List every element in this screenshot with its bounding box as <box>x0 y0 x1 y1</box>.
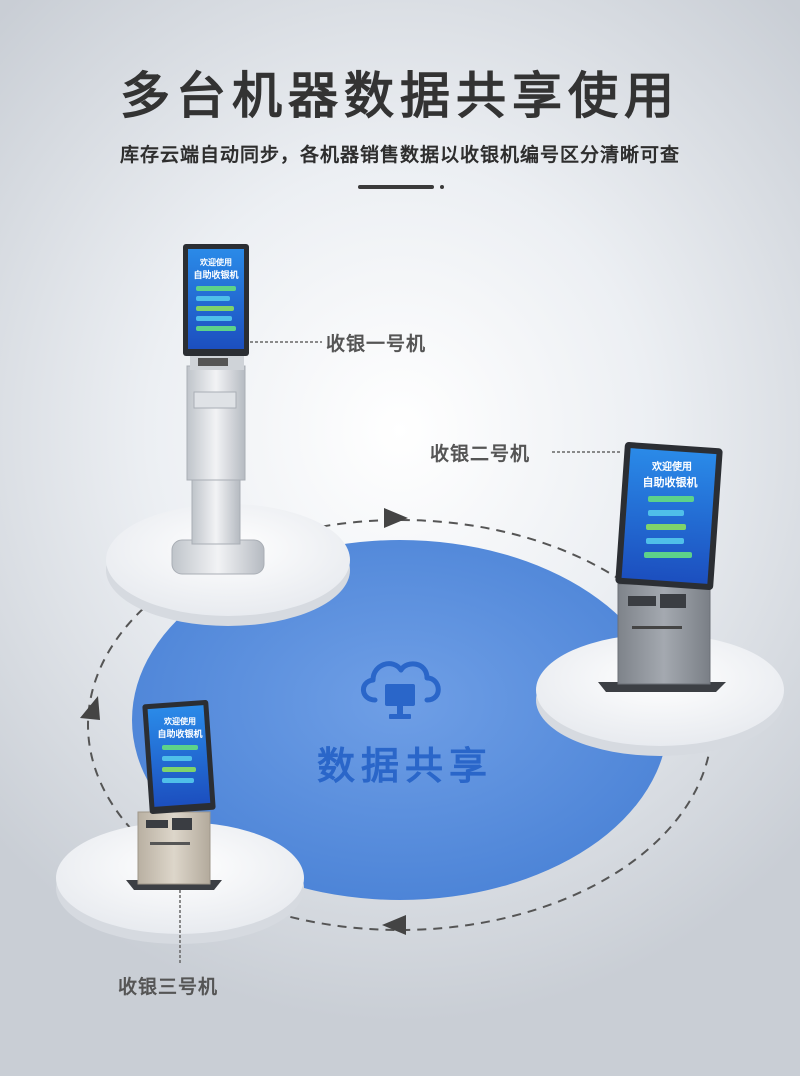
machine-2-screen-line1: 欢迎使用 <box>651 460 692 473</box>
machine-3-kiosk: 欢迎使用 自助收银机 <box>126 700 222 890</box>
cloud-computer-icon <box>361 661 441 719</box>
data-sharing-circle <box>132 540 668 900</box>
machine-2-kiosk: 欢迎使用 自助收银机 <box>598 442 726 692</box>
page-title: 多台机器数据共享使用 <box>120 67 680 125</box>
machine-1-label: 收银一号机 <box>326 333 427 355</box>
machine-3-screen-line1: 欢迎使用 <box>163 716 196 726</box>
title-divider <box>358 185 434 189</box>
arrow-bottom-icon <box>382 915 406 935</box>
page-subtitle: 库存云端自动同步，各机器销售数据以收银机编号区分清晰可查 <box>119 144 680 166</box>
machine-3-label: 收银三号机 <box>118 976 219 998</box>
machine-2-screen-line2: 自助收银机 <box>643 475 698 489</box>
data-sharing-label: 数据共享 <box>316 744 493 788</box>
arrow-top-icon <box>384 508 408 528</box>
machine-1-kiosk: 欢迎使用 自助收银机 <box>171 244 265 575</box>
arrow-left-icon <box>80 696 100 720</box>
machine-1-screen-line1: 欢迎使用 <box>199 257 232 267</box>
machine-2-label: 收银二号机 <box>430 443 531 465</box>
machine-3-screen-line2: 自助收银机 <box>157 728 202 740</box>
title-divider-dot <box>440 185 444 189</box>
machine-1-screen-line2: 自助收银机 <box>193 269 238 281</box>
